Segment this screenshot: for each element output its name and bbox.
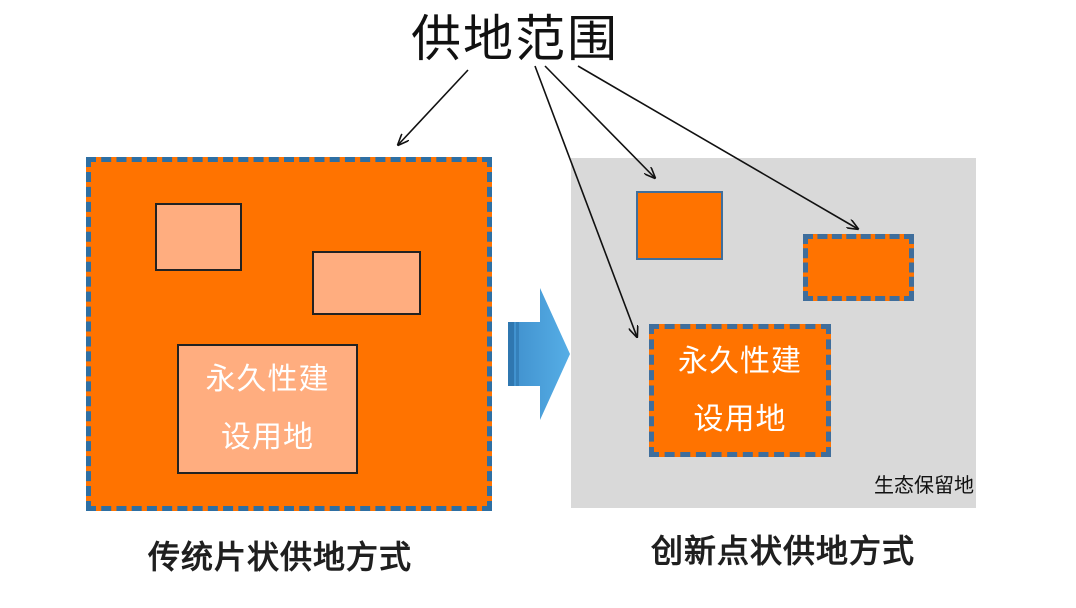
pointer-arrow-plot-boundary [577, 65, 858, 229]
point-plot-supply-boundary [803, 234, 914, 301]
innovative-caption: 创新点状供地方式 [650, 532, 915, 570]
pointer-arrows [398, 65, 858, 337]
traditional-plot-small [155, 203, 242, 271]
plot-label-line1: 永久性建 [205, 362, 330, 397]
traditional-caption: 传统片状供地方式 [147, 538, 412, 576]
pointer-arrow-plot-permanent [534, 65, 637, 337]
traditional-plot-medium [312, 251, 421, 315]
reserve-label: 生态保留地 [874, 473, 974, 497]
transition-arrow-icon [508, 288, 570, 420]
point-plot-permanent: 永久性建 设用地 [649, 324, 831, 457]
plot-label-line2: 设用地 [221, 420, 314, 455]
traditional-plot-permanent: 永久性建 设用地 [177, 344, 358, 474]
diagram-title: 供地范围 [411, 10, 619, 68]
plot-label-line2: 设用地 [693, 401, 787, 437]
plot-label-line1: 永久性建 [678, 343, 802, 379]
pointer-arrow-plot-small [544, 65, 655, 178]
point-plot-small [636, 191, 723, 260]
pointer-arrow-left [398, 69, 469, 145]
